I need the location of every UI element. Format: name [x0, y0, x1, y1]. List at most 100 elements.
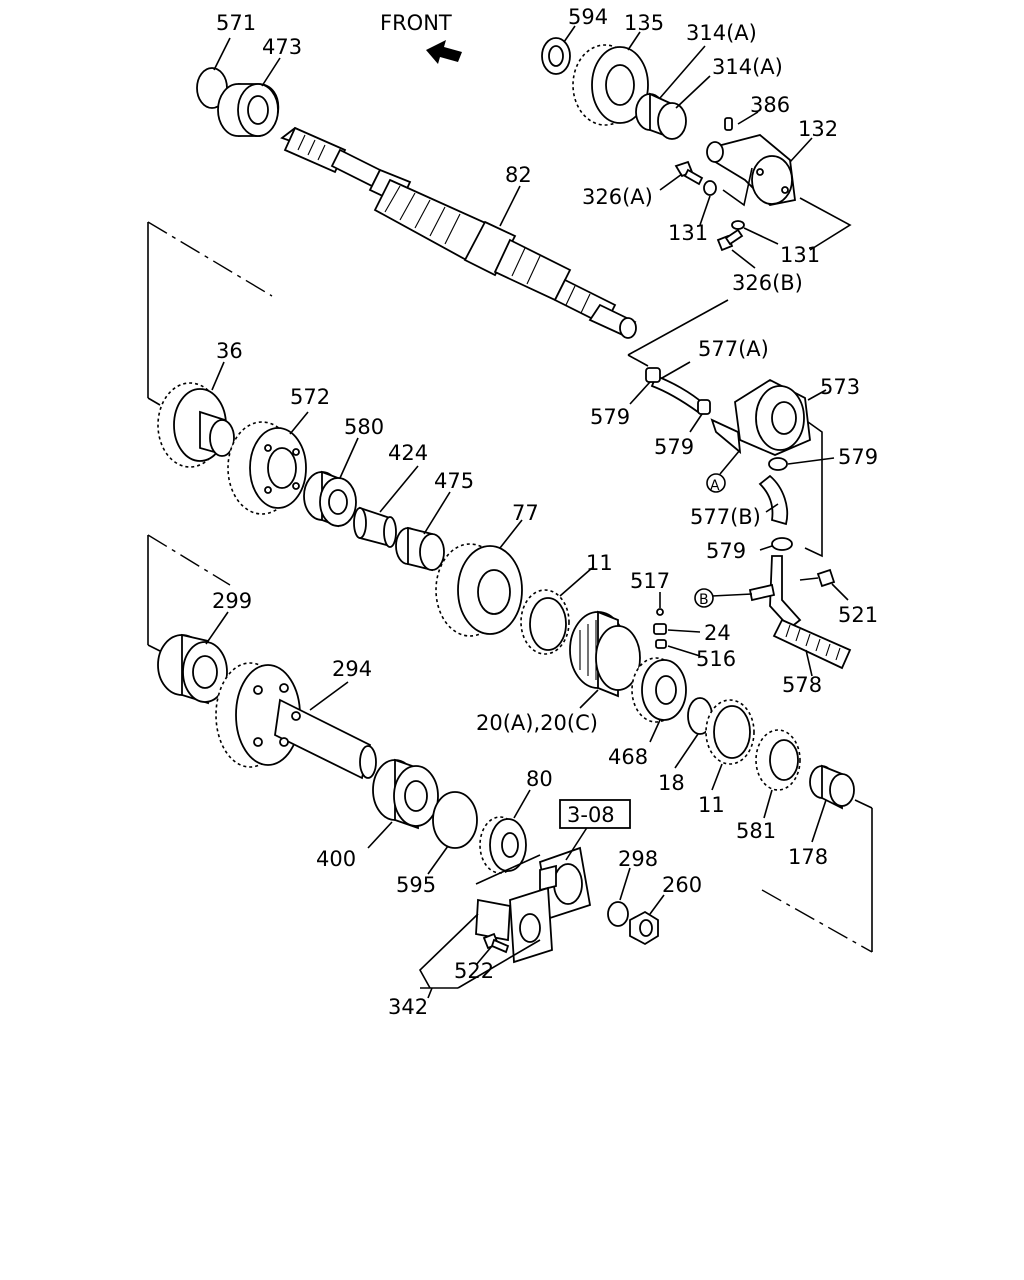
synchro-ring-11b [705, 699, 755, 765]
cone-581 [755, 729, 801, 791]
housing-flange-308 [538, 846, 592, 920]
label-132: 132 [798, 117, 838, 141]
hub-468 [631, 657, 687, 723]
group-bracket-lines [147, 221, 873, 953]
label-260: 260 [662, 873, 702, 897]
gear-77 [435, 543, 523, 637]
synchro-ring-11a [520, 589, 570, 655]
label-579b: 579 [654, 435, 694, 459]
bolt-521 [799, 568, 836, 588]
label-386: 386 [750, 93, 790, 117]
needle-bearing-314a [635, 92, 687, 140]
label-579c: 579 [838, 445, 878, 469]
bearing-299 [157, 633, 228, 705]
bearing-473 [217, 83, 280, 137]
flange-342 [475, 886, 553, 964]
section-ref-box[interactable]: 3-08 [559, 799, 631, 829]
gear-135 [572, 44, 649, 126]
clamp-579c [768, 457, 788, 471]
label-298: 298 [618, 847, 658, 871]
needle-bearing-475 [395, 526, 445, 572]
label-36: 36 [216, 339, 243, 363]
label-178: 178 [788, 845, 828, 869]
label-314a-1: 314(A) [686, 21, 757, 45]
leader-lines-top [213, 25, 852, 269]
label-424: 424 [388, 441, 428, 465]
bolt-326a [674, 160, 704, 186]
label-573: 573 [820, 375, 860, 399]
o-ring-298 [607, 901, 629, 927]
section-ref-label[interactable]: 3-08 [567, 803, 615, 827]
label-326a: 326(A) [582, 185, 653, 209]
bolt-522 [482, 932, 510, 954]
ball-517 [656, 608, 664, 616]
label-11a: 11 [586, 551, 613, 575]
label-314a-2: 314(A) [712, 55, 783, 79]
label-581: 581 [736, 819, 776, 843]
part-labels: 571 473 594 135 314(A) 314(A) 386 132 82… [212, 5, 878, 1019]
label-577b: 577(B) [690, 505, 761, 529]
label-577a: 577(A) [698, 337, 769, 361]
spring-516 [655, 639, 667, 649]
label-342: 342 [388, 995, 428, 1019]
clamp-579b [697, 399, 711, 415]
label-11b: 11 [698, 793, 725, 817]
gear-572 [227, 421, 307, 515]
front-arrow-icon [426, 40, 462, 64]
label-571: 571 [216, 11, 256, 35]
label-18: 18 [658, 771, 685, 795]
label-580: 580 [344, 415, 384, 439]
label-572: 572 [290, 385, 330, 409]
label-135: 135 [624, 11, 664, 35]
callout-b [694, 588, 714, 608]
label-299: 299 [212, 589, 252, 613]
label-473: 473 [262, 35, 302, 59]
sleeve-20 [569, 610, 641, 698]
label-326b: 326(B) [732, 271, 803, 295]
label-522: 522 [454, 959, 494, 983]
label-579a: 579 [590, 405, 630, 429]
label-20: 20(A),20(C) [476, 711, 598, 735]
washer-131a [703, 180, 717, 196]
label-517: 517 [630, 569, 670, 593]
label-294: 294 [332, 657, 372, 681]
needle-bearing-178 [809, 764, 855, 810]
leader-lines-lower [205, 361, 849, 999]
main-shaft-82 [280, 126, 637, 339]
label-400: 400 [316, 847, 356, 871]
label-131a: 131 [668, 221, 708, 245]
callout-b-label: B [699, 592, 709, 608]
bracket-132 [706, 134, 796, 206]
label-578: 578 [782, 673, 822, 697]
gear-36 [157, 382, 235, 468]
label-579d: 579 [706, 539, 746, 563]
callout-a-label: A [710, 478, 720, 494]
label-594: 594 [568, 5, 608, 29]
label-468: 468 [608, 745, 648, 769]
collar-424 [353, 506, 397, 548]
front-label: FRONT [380, 11, 452, 35]
washer-131b [731, 220, 745, 230]
label-82: 82 [505, 163, 532, 187]
label-131b: 131 [780, 243, 820, 267]
label-595: 595 [396, 873, 436, 897]
callout-a [706, 473, 726, 493]
bolt-326b [716, 228, 744, 252]
o-ring-595 [432, 791, 478, 849]
bearing-580 [303, 470, 357, 528]
clamp-579a [645, 367, 661, 383]
pin-386 [724, 117, 733, 131]
label-77: 77 [512, 501, 539, 525]
gear-80 [479, 816, 527, 874]
hose-577b [758, 474, 789, 526]
key-24 [653, 623, 667, 635]
washer-594 [541, 37, 571, 75]
clamp-579d [771, 537, 793, 551]
breather-housing-573 [710, 378, 811, 456]
label-521: 521 [838, 603, 878, 627]
bearing-400 [372, 758, 439, 830]
label-475: 475 [434, 469, 474, 493]
label-516: 516 [696, 647, 736, 671]
countershaft-294 [215, 662, 377, 780]
